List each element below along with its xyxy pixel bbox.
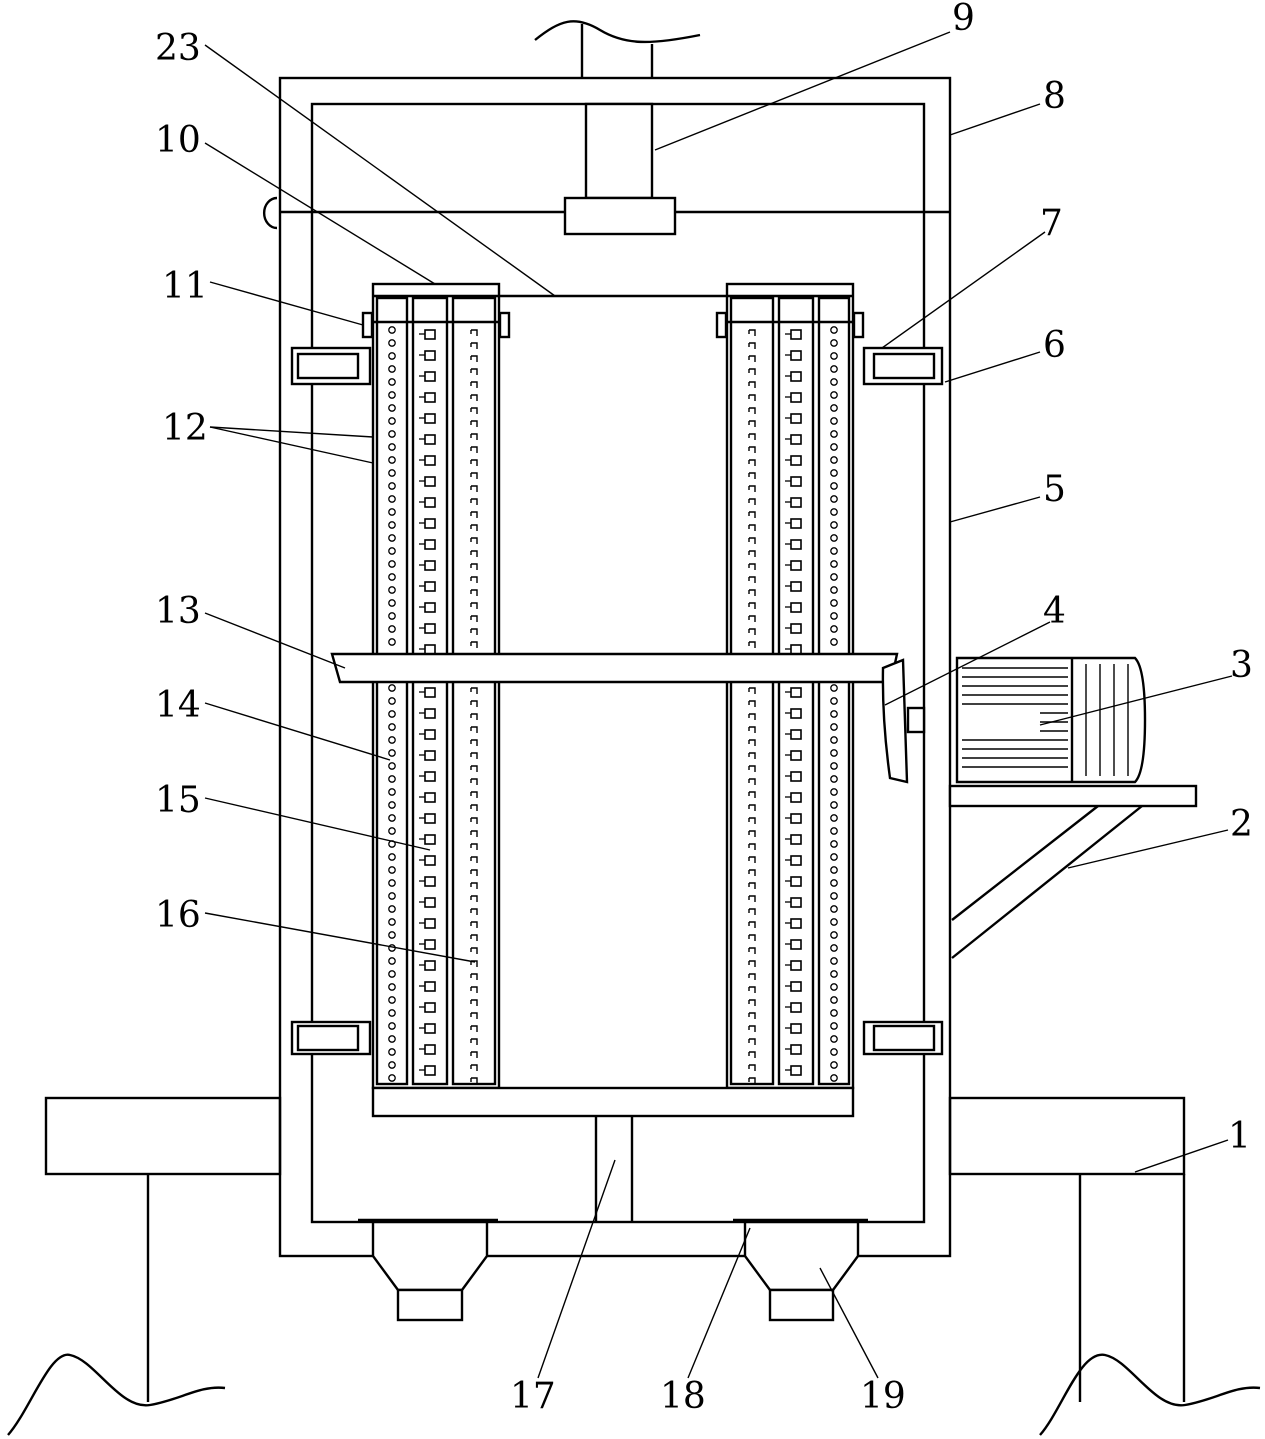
label-7: 7 [1040, 203, 1063, 244]
label-1: 1 [1228, 1116, 1251, 1157]
outlets [358, 1218, 868, 1322]
cylinder-9 [563, 102, 677, 236]
leader-lines [204, 31, 1233, 1379]
left-filter-frame [361, 282, 511, 1090]
label-9: 9 [952, 0, 975, 39]
label-23: 23 [155, 28, 201, 69]
label-19: 19 [860, 1376, 906, 1417]
support-post-17 [594, 1116, 634, 1222]
base-frame [7, 1096, 1261, 1436]
label-8: 8 [1043, 76, 1066, 117]
label-11: 11 [162, 266, 208, 307]
filter-mesh-patterns [388, 326, 838, 1084]
label-6: 6 [1043, 325, 1066, 366]
label-3: 3 [1230, 645, 1253, 686]
top-shaft [534, 20, 701, 78]
middle-plate-13 [330, 652, 899, 684]
label-2: 2 [1230, 804, 1253, 845]
guide-blocks [290, 346, 944, 1056]
label-13: 13 [155, 591, 201, 632]
bottom-plate [371, 1086, 855, 1118]
label-5: 5 [1043, 469, 1066, 510]
right-filter-frame [715, 282, 865, 1090]
label-17: 17 [510, 1376, 556, 1417]
part-labels: 23 9 8 10 7 11 6 12 5 13 4 3 14 15 2 16 … [155, 0, 1253, 1417]
label-15: 15 [155, 780, 201, 821]
label-12: 12 [162, 408, 208, 449]
motor-assembly [881, 656, 1198, 959]
label-10: 10 [155, 120, 201, 161]
label-18: 18 [660, 1376, 706, 1417]
label-16: 16 [155, 895, 201, 936]
label-4: 4 [1043, 591, 1066, 632]
label-14: 14 [155, 685, 201, 726]
